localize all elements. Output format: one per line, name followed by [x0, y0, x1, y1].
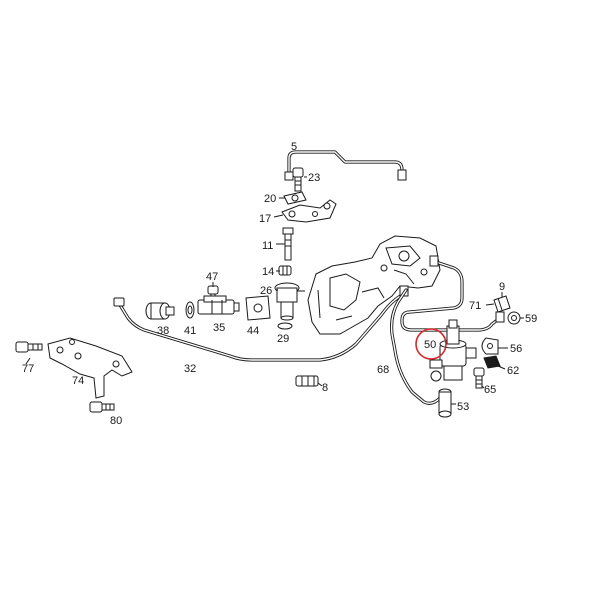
clamp-56	[481, 337, 499, 355]
label-68: 68	[377, 364, 389, 376]
label-56: 56	[510, 343, 522, 355]
pressure-regulator-50	[429, 319, 477, 382]
label-35: 35	[213, 322, 225, 334]
label-14: 14	[262, 266, 274, 278]
bolt-80	[89, 401, 115, 413]
fuel-line-68	[390, 288, 442, 405]
connector-9	[493, 295, 511, 313]
label-53: 53	[457, 401, 469, 413]
bolt-77	[15, 341, 43, 353]
label-44: 44	[247, 325, 259, 337]
label-74: 74	[72, 375, 84, 387]
clip-62	[483, 355, 501, 369]
bracket-74	[47, 337, 133, 399]
label-62: 62	[507, 365, 519, 377]
solenoid-35	[197, 295, 240, 315]
label-26: 26	[260, 285, 272, 297]
fuel-line-71	[400, 255, 505, 332]
label-71: 71	[469, 300, 481, 312]
bracket-17	[281, 199, 337, 223]
valve-26	[274, 282, 305, 321]
washer-41	[185, 301, 195, 319]
label-17: 17	[259, 213, 271, 225]
label-41: 41	[184, 325, 196, 337]
label-65: 65	[484, 384, 496, 396]
gasket-44	[245, 295, 271, 321]
label-32: 32	[184, 363, 196, 375]
fitting-38	[145, 302, 175, 320]
bolt-65	[473, 367, 485, 389]
highlight-ring	[415, 328, 447, 360]
nut-14	[278, 265, 292, 276]
hose-53	[438, 388, 452, 418]
clip-59	[507, 311, 521, 325]
leader-lines	[25, 176, 524, 405]
label-38: 38	[157, 325, 169, 337]
stud-11	[282, 227, 294, 261]
label-11: 11	[262, 240, 273, 252]
label-23: 23	[308, 172, 320, 184]
clip-20	[283, 191, 307, 205]
label-29: 29	[277, 333, 289, 345]
connector-8	[295, 375, 319, 387]
part-labels: 5 23 20 17 11 14 26 47 9 71 59 38 41 35 …	[22, 141, 537, 427]
label-5: 5	[291, 141, 297, 153]
label-80: 80	[110, 415, 122, 427]
engine-block	[307, 235, 441, 335]
label-77: 77	[22, 363, 34, 375]
ring-29	[277, 322, 293, 330]
label-20: 20	[264, 193, 276, 205]
label-9: 9	[499, 281, 505, 293]
bolt-23	[292, 167, 304, 192]
label-59: 59	[525, 313, 537, 325]
label-8: 8	[322, 382, 328, 394]
label-50: 50	[424, 339, 436, 351]
label-47: 47	[206, 271, 218, 283]
